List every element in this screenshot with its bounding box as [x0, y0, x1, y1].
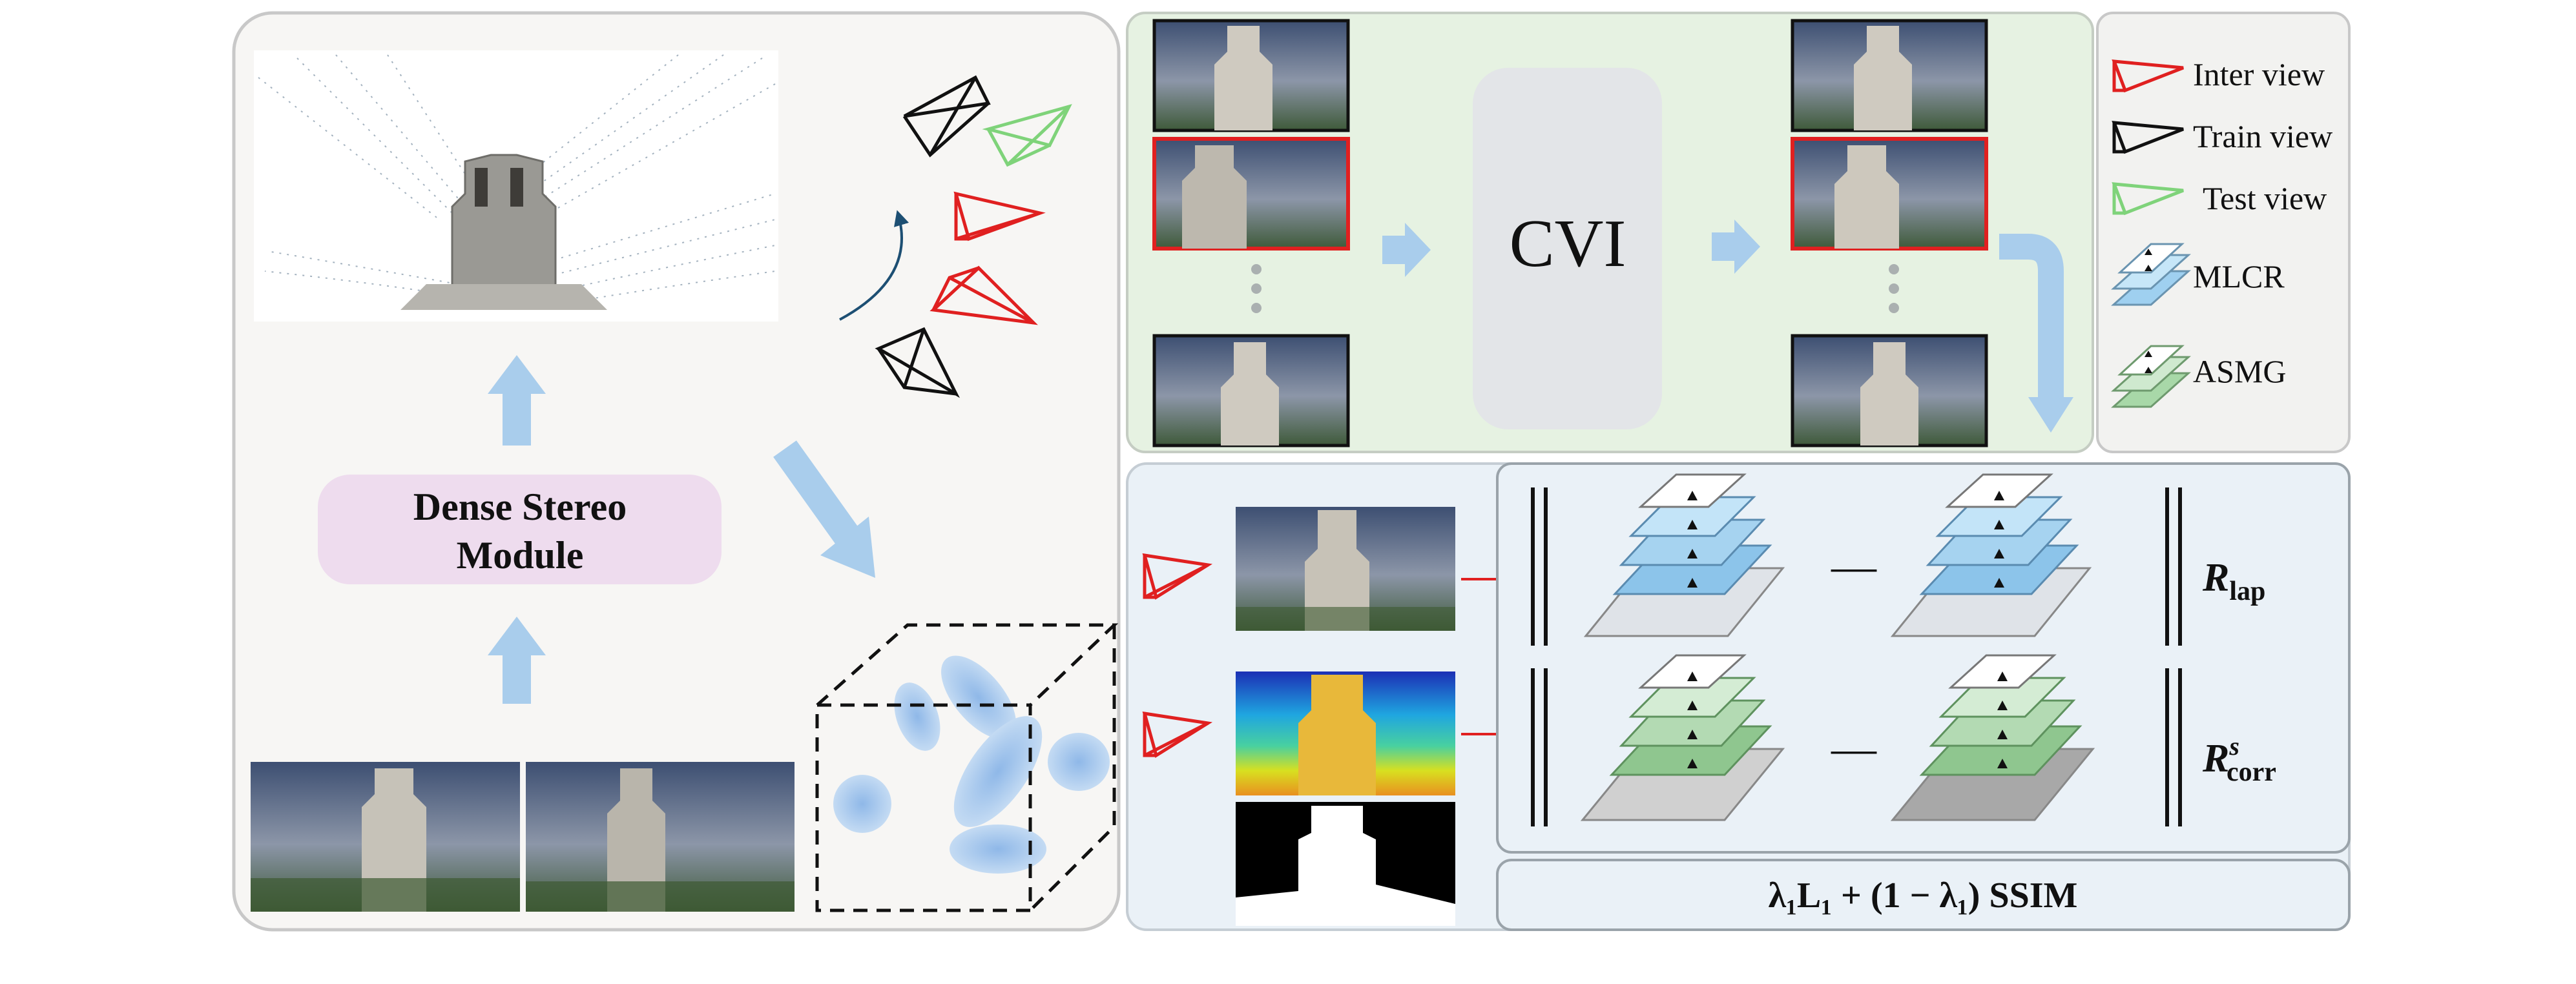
gaussian-cube [815, 623, 1119, 912]
up-arrow-to-point-cloud [488, 355, 546, 446]
cvi-label: CVI [1510, 205, 1626, 281]
legend-inter-view-label: Inter view [2193, 56, 2325, 92]
mlcr-pyramid-left [1583, 473, 1785, 637]
legend-inter-view-icon [2112, 59, 2184, 93]
sky-mask-image [1236, 802, 1455, 926]
asmg-pyramid-left [1580, 654, 1785, 821]
cvi-output-inter-view [1791, 137, 1988, 251]
cvi-input-train-view-bottom [1152, 334, 1350, 447]
minus-top: — [1831, 542, 1877, 591]
camera-path-arrow [839, 210, 909, 321]
legend-train-view-icon [2112, 121, 2184, 154]
r-lap-label: Rlap [2202, 556, 2265, 606]
rendered-image [1236, 507, 1455, 631]
cvi-output-train-view-top [1791, 19, 1988, 132]
ssim-formula-box [1496, 859, 2351, 931]
legend-mlcr-label: MLCR [2193, 258, 2285, 294]
loss-inter-camera-top-icon [1142, 553, 1213, 600]
legend-asmg-icon [2111, 345, 2191, 408]
cvi-block [1473, 68, 1662, 429]
input-image-1 [251, 762, 520, 912]
dense-stereo-module [318, 475, 722, 584]
loss-inter-camera-bottom-icon [1142, 711, 1213, 758]
cvi-output-train-view-bottom [1791, 334, 1988, 447]
cvi-input-dots [1251, 264, 1262, 313]
cvi-output-dots [1889, 264, 1899, 313]
legend-panel [2096, 12, 2351, 453]
cvi-input-train-view-top [1152, 19, 1350, 132]
arrow-out-of-cvi [1712, 220, 1760, 274]
legend-test-view-label: Test view [2203, 180, 2327, 216]
asmg-pyramid-right [1890, 654, 2095, 821]
ssim-formula: λ₁L₁ + (1 − λ₁) SSIM [1769, 876, 2078, 916]
camera-inter-lower-icon [930, 265, 1038, 325]
bent-arrow-down [1999, 234, 2073, 433]
legend-test-view-icon [2112, 182, 2184, 216]
camera-inter-upper-icon [953, 191, 1046, 241]
legend-train-view-label: Train view [2193, 118, 2332, 154]
point-cloud-image [254, 50, 778, 322]
legend-mlcr-icon [2111, 243, 2191, 306]
depth-heatmap-image [1236, 671, 1455, 795]
camera-train-top-icon [902, 75, 991, 158]
norm-bars-left [1531, 487, 1548, 826]
camera-train-bottom-icon [875, 327, 960, 398]
mlcr-pyramid-right [1890, 473, 2092, 637]
input-image-2 [526, 762, 795, 912]
minus-bottom: — [1831, 724, 1877, 774]
camera-test-icon [982, 104, 1072, 167]
module-label-line2: Module [457, 534, 584, 577]
norm-bars-right [2165, 487, 2182, 826]
diagonal-arrow-to-gaussians [773, 440, 875, 578]
cvi-input-inter-view [1152, 137, 1350, 251]
legend-asmg-label: ASMG [2193, 353, 2286, 389]
module-label-line1: Dense Stereo [413, 486, 627, 528]
arrow-into-cvi [1382, 223, 1431, 277]
up-arrow-to-module [488, 617, 546, 704]
